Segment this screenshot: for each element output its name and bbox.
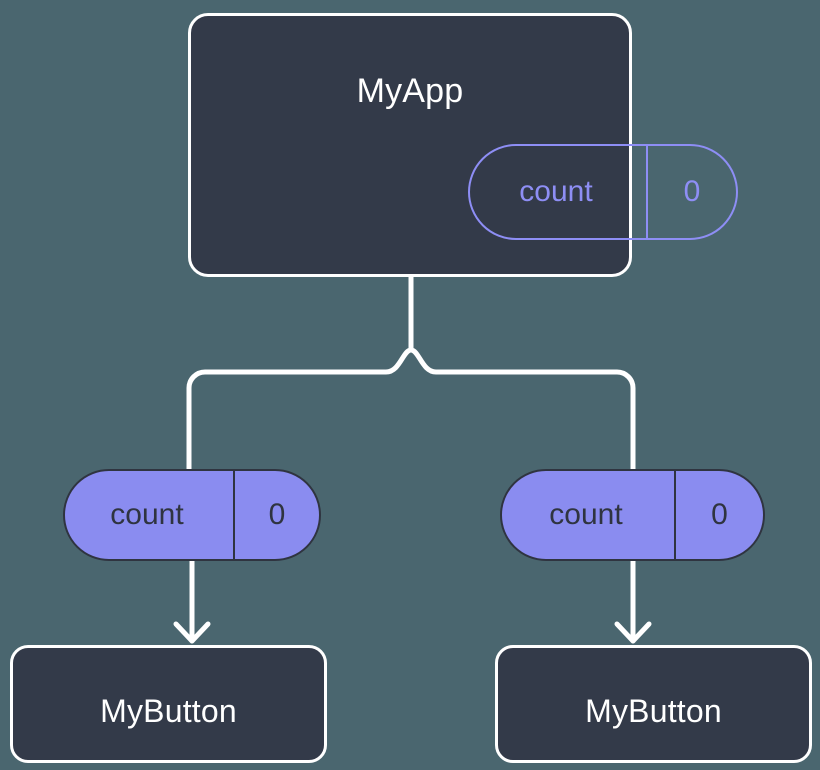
wire-branch-left (186, 347, 412, 470)
component-node-myapp[interactable]: MyApp count 0 (188, 13, 738, 277)
wire-branch-right (410, 347, 636, 470)
state-pill-branch-left[interactable]: count 0 (63, 469, 321, 561)
state-pill-root[interactable]: count 0 (468, 144, 738, 240)
state-pill-value: 0 (268, 498, 286, 531)
state-pill-branch-right[interactable]: count 0 (500, 469, 765, 561)
state-pill-key: count (65, 471, 235, 559)
component-node-mybutton-left[interactable]: MyButton (10, 645, 327, 763)
arrowhead-left (173, 621, 211, 644)
component-label-mybutton: MyButton (585, 693, 722, 729)
state-pill-key: count (502, 471, 676, 559)
component-label-mybutton: MyButton (100, 693, 237, 729)
state-pill-key: count (470, 146, 648, 238)
arrowhead-right (614, 621, 652, 644)
state-pill-value: 0 (683, 175, 701, 208)
component-node-mybutton-right[interactable]: MyButton (495, 645, 812, 763)
state-pill-value: 0 (711, 498, 728, 531)
component-label-myapp: MyApp (356, 72, 464, 110)
